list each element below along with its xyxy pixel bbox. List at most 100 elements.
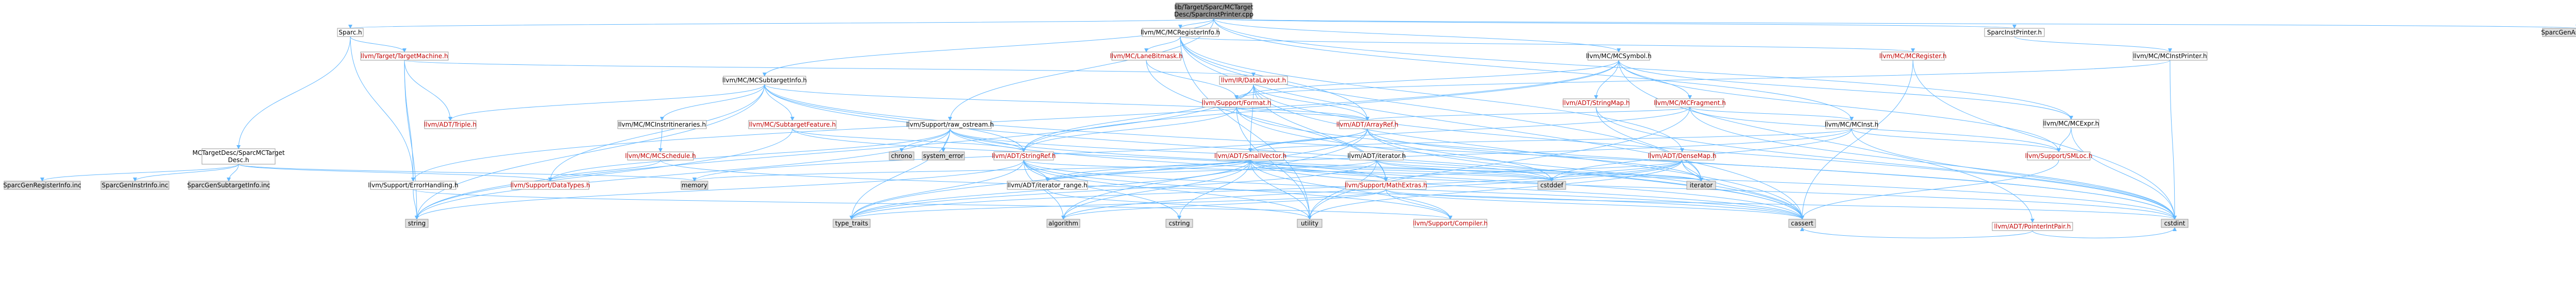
node-label: SparcGenRegisterInfo.inc — [3, 182, 81, 189]
node-pointerintpair-h[interactable]: llvm/ADT/PointerIntPair.h — [1992, 222, 2073, 231]
node-mcinstprinter-h[interactable]: llvm/MC/MCInstPrinter.h — [2132, 51, 2208, 61]
node-raw-ostream-h[interactable]: llvm/Support/raw_ostream.h — [906, 120, 994, 129]
node-box — [922, 151, 965, 161]
node-mcexpr-h[interactable]: llvm/MC/MCExpr.h — [2043, 119, 2099, 128]
node-box[interactable] — [993, 151, 1054, 161]
edge-mcfragment_h-to-utility — [1308, 107, 1690, 220]
node-errorhandling-h[interactable]: llvm/Support/ErrorHandling.h — [368, 181, 459, 190]
node-box[interactable] — [1339, 120, 1396, 129]
node-layer: lib/Target/Sparc/MCTargetDesc/SparcInstP… — [3, 3, 2576, 231]
node-mcregisterinfo-h[interactable]: llvm/MC/MCRegisterInfo.h — [1141, 28, 1220, 37]
edge-mcfragment_h-to-arrayref_h — [1365, 107, 1690, 121]
node-box[interactable] — [1413, 219, 1487, 228]
edge-iterator_h-to-type_traits — [850, 160, 1377, 220]
node-box[interactable] — [617, 120, 707, 129]
node-mcsubtargetinfo-h[interactable]: llvm/MC/MCSubtargetInfo.h — [722, 76, 807, 85]
node-stringref-h[interactable]: llvm/ADT/StringRef.h — [992, 151, 1056, 161]
node-box[interactable] — [1992, 222, 2073, 231]
node-box[interactable] — [1655, 98, 1724, 108]
node-box[interactable] — [1349, 151, 1404, 161]
node-iterator-range-h[interactable]: llvm/ADT/iterator_range.h — [1007, 181, 1088, 190]
edge-stringref_h-to-utility — [1023, 160, 1312, 220]
node-mcschedule-h[interactable]: llvm/MC/MCSchedule.h — [625, 151, 696, 161]
node-label: llvm/MC/MCRegisterInfo.h — [1141, 29, 1220, 36]
edge-mathextras_h-to-type_traits — [850, 189, 1386, 220]
node-label: lib/Target/Sparc/MCTarget — [1174, 4, 1253, 11]
node-mathextras-h[interactable]: llvm/Support/MathExtras.h — [1345, 181, 1427, 190]
node-subtargetfeature-h[interactable]: llvm/MC/SubtargetFeature.h — [748, 120, 837, 129]
edge-stringmap_h-to-cstdint — [1596, 107, 2177, 220]
node-mcinstrinfo-h[interactable]: llvm/MC/MCInstrItineraries.h — [617, 120, 707, 129]
node-label: cstring — [1168, 220, 1190, 227]
node-box[interactable] — [1587, 51, 1650, 61]
node-box[interactable] — [723, 76, 806, 85]
node-format-h[interactable]: llvm/Support/Format.h — [1202, 98, 1272, 108]
edge-sparc_h-to-errorhandling_h — [350, 36, 415, 182]
node-mcsymbol-h[interactable]: llvm/MC/MCSymbol.h — [1586, 51, 1652, 61]
node-box[interactable] — [627, 151, 694, 161]
node-box[interactable] — [2043, 119, 2099, 128]
edge-mcsymbol_h-to-pointerintpair_h — [1618, 60, 2035, 223]
node-box[interactable] — [337, 28, 364, 37]
node-box[interactable] — [201, 148, 276, 165]
edge-datalayout_h-to-arrayref_h — [1253, 84, 1369, 121]
node-smloc-h[interactable]: llvm/Support/SMLoc.h — [2025, 151, 2093, 161]
node-box[interactable] — [511, 181, 589, 190]
node-box[interactable] — [1984, 28, 2045, 37]
node-box[interactable] — [1219, 76, 1288, 85]
node-smallvector-h[interactable]: llvm/ADT/SmallVector.h — [1214, 151, 1286, 161]
node-sparc-h[interactable]: Sparc.h — [337, 28, 364, 37]
node-targetmachine-h[interactable]: llvm/Target/TargetMachine.h — [360, 51, 449, 61]
node-mcinst-h[interactable]: llvm/MC/MCInst.h — [1825, 120, 1879, 129]
node-box[interactable] — [424, 120, 477, 129]
node-label: llvm/MC/MCSymbol.h — [1586, 52, 1651, 60]
node-label: llvm/MC/MCFragment.h — [1654, 99, 1726, 107]
node-box[interactable] — [748, 120, 837, 129]
node-iterator-h[interactable]: llvm/ADT/iterator.h — [1347, 151, 1406, 161]
edge-mcsubtargetinfo_h-to-stringref_h — [764, 84, 1026, 152]
node-label: llvm/ADT/StringRef.h — [992, 152, 1056, 160]
node-label: Desc/SparcInstPrinter.cpp — [1174, 11, 1253, 18]
node-box[interactable] — [1007, 181, 1088, 190]
edge-root-to-mcsymbol_h — [1213, 18, 1621, 52]
edge-mctargetdesc_h-to-sparcgenregisterinfo_inc — [40, 164, 239, 182]
node-mcfragment-h[interactable]: llvm/MC/MCFragment.h — [1654, 98, 1726, 108]
node-datatypes-h[interactable]: llvm/Support/DataTypes.h — [511, 181, 590, 190]
edge-smallvector_h-to-iterator_range_h — [1045, 160, 1251, 182]
node-mclanebitmask-h[interactable]: llvm/MC/LaneBitmask.h — [1110, 51, 1183, 61]
edge-subtargetfeature_h-to-string — [415, 128, 793, 220]
node-box[interactable] — [1142, 28, 1219, 37]
node-box[interactable] — [2027, 151, 2091, 161]
node-box[interactable] — [1563, 98, 1630, 108]
node-box[interactable] — [1345, 181, 1427, 190]
node-box[interactable] — [1650, 151, 1715, 161]
node-stringmap-h[interactable]: llvm/ADT/StringMap.h — [1563, 98, 1630, 108]
node-arrayref-h[interactable]: llvm/ADT/ArrayRef.h — [1336, 120, 1399, 129]
node-box[interactable] — [1825, 120, 1878, 129]
node-triple-h[interactable]: llvm/ADT/Triple.h — [424, 120, 477, 129]
node-box[interactable] — [1111, 51, 1181, 61]
edge-mcinstrinfo_h-to-mcschedule_h — [658, 128, 663, 152]
edge-errorhandling_h-to-compiler_h — [413, 189, 1452, 220]
node-datalayout-h[interactable]: llvm/IR/DataLayout.h — [1219, 76, 1288, 85]
edge-densemap_h-to-cstddef — [1550, 160, 1683, 182]
edge-iterator_h-to-cstddef — [1376, 160, 1554, 182]
node-box[interactable] — [908, 120, 992, 129]
node-box[interactable] — [2132, 51, 2208, 61]
node-compiler-h[interactable]: llvm/Support/Compiler.h — [1413, 219, 1488, 228]
node-box[interactable] — [370, 181, 456, 190]
node-root[interactable]: lib/Target/Sparc/MCTargetDesc/SparcInstP… — [1174, 3, 1253, 19]
node-box[interactable] — [1881, 51, 1945, 61]
node-densemap-h[interactable]: llvm/ADT/DenseMap.h — [1648, 151, 1717, 161]
node-mcregister-h[interactable]: llvm/MC/MCRegister.h — [1879, 51, 1947, 61]
node-box[interactable] — [1216, 151, 1284, 161]
node-sparcinstprinter-h[interactable]: SparcInstPrinter.h — [1984, 28, 2045, 37]
node-label: SparcGenSubtargetInfo.inc — [187, 182, 270, 189]
node-label: type_traits — [835, 220, 868, 227]
node-box[interactable] — [360, 51, 449, 61]
node-box[interactable] — [1202, 98, 1271, 108]
node-label: llvm/Support/Format.h — [1202, 99, 1272, 107]
edge-targetmachine_h-to-string — [404, 60, 419, 220]
node-box[interactable] — [1175, 3, 1252, 19]
